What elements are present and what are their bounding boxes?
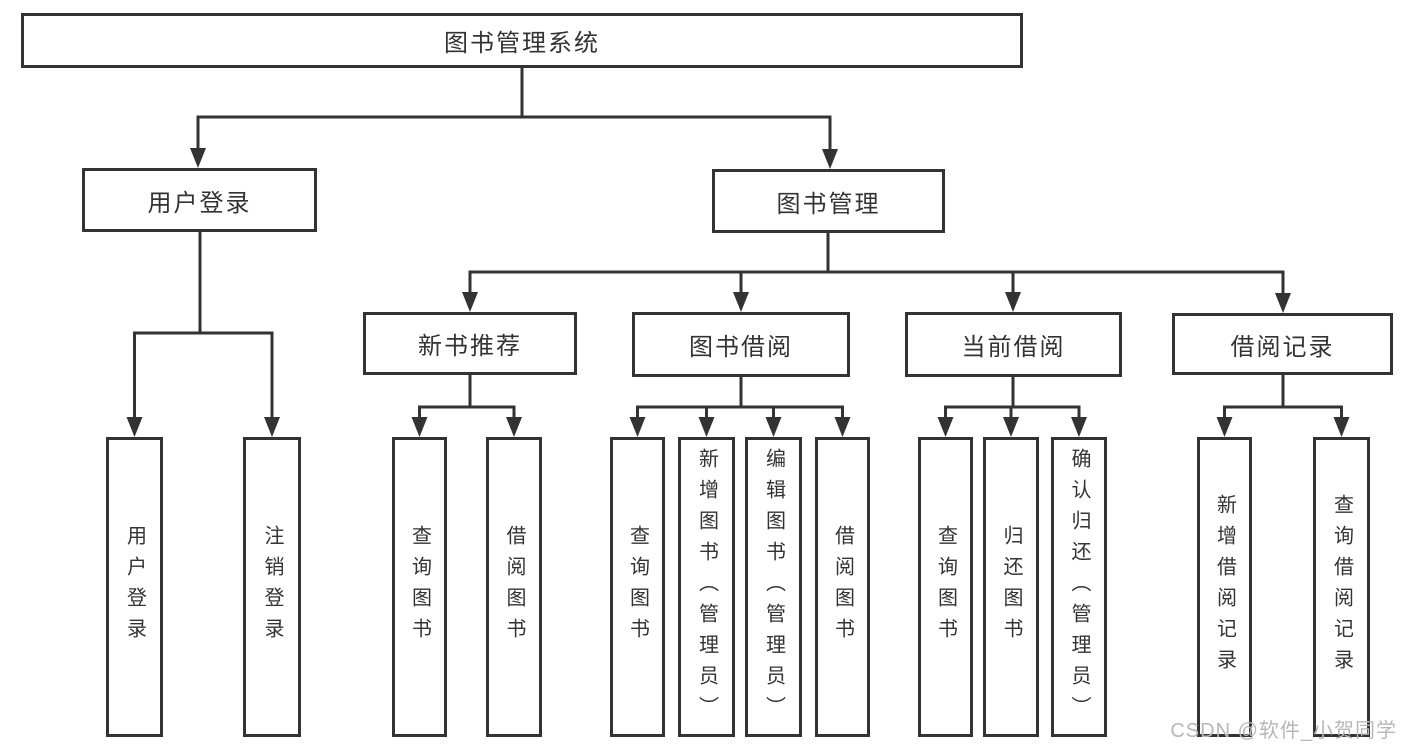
leaf-return-book: 归还图书	[983, 437, 1039, 737]
csdn-watermark: CSDN @软件_小贺同学	[1170, 720, 1397, 742]
node-current-borrow: 当前借阅	[905, 312, 1122, 377]
leaf-add-borrow-record: 新增借阅记录	[1197, 437, 1252, 737]
leaf-query-book-recommend: 查询图书	[392, 437, 447, 737]
leaf-logout: 注销登录	[243, 437, 301, 737]
node-book-borrow: 图书借阅	[632, 312, 850, 377]
leaf-query-book-current: 查询图书	[918, 437, 973, 737]
node-book-management: 图书管理	[712, 169, 945, 233]
leaf-add-book-admin: 新增图书（管理员）	[678, 437, 735, 737]
leaf-borrow-book-recommend: 借阅图书	[486, 437, 542, 737]
leaf-query-book-borrow: 查询图书	[610, 437, 665, 737]
leaf-user-login: 用户登录	[106, 437, 163, 737]
leaf-query-borrow-record: 查询借阅记录	[1313, 437, 1370, 737]
leaf-edit-book-admin: 编辑图书（管理员）	[745, 437, 802, 737]
leaf-borrow-book: 借阅图书	[815, 437, 870, 737]
leaf-confirm-return-admin: 确认归还（管理员）	[1051, 437, 1107, 737]
node-borrow-record: 借阅记录	[1172, 313, 1393, 375]
node-user-login: 用户登录	[82, 168, 317, 232]
node-new-book-recommend: 新书推荐	[363, 312, 577, 375]
node-root: 图书管理系统	[21, 13, 1023, 68]
